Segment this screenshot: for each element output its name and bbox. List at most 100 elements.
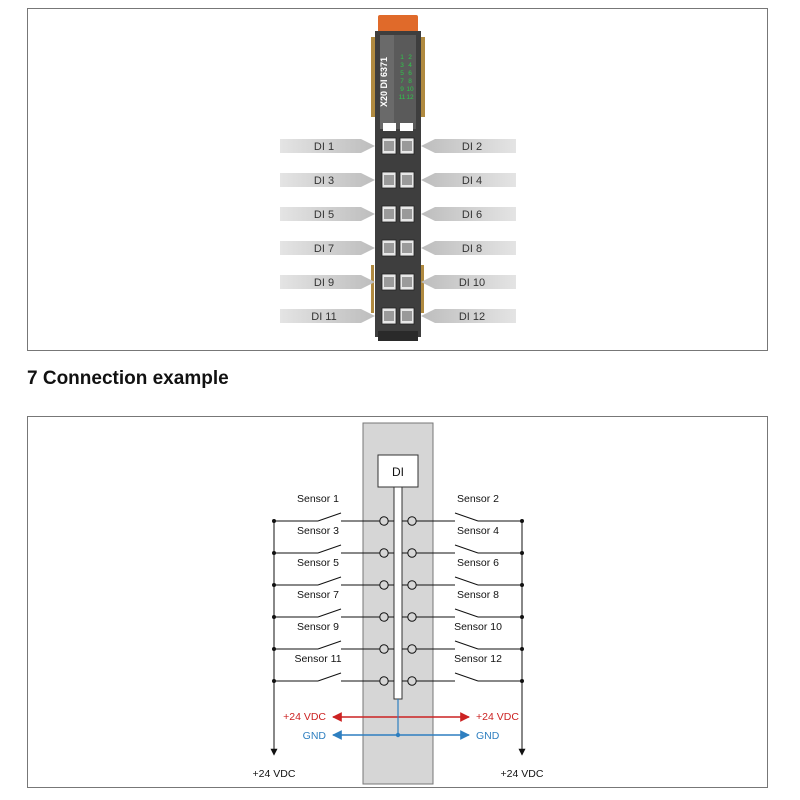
terminal-point	[379, 676, 389, 686]
terminal-point	[407, 676, 417, 686]
rail-junction	[272, 583, 276, 587]
led-number: 2	[408, 54, 412, 61]
rail-junction	[520, 615, 524, 619]
terminal-slots	[381, 137, 415, 325]
rail-junction	[272, 551, 276, 555]
terminal-label-right: DI 6	[462, 209, 482, 221]
terminal-label-arrow-right	[421, 173, 516, 187]
terminal-label-left: DI 11	[311, 311, 336, 323]
terminal-point	[407, 580, 417, 590]
rail-junction	[520, 679, 524, 683]
terminal-label-right: DI 4	[462, 175, 482, 187]
terminal-label-arrow-left	[280, 309, 375, 323]
led-number: 6	[408, 70, 412, 77]
terminal-point	[379, 612, 389, 622]
di-block	[377, 454, 419, 488]
supply-right-label: +24 VDC	[476, 711, 519, 723]
led-number: 12	[406, 94, 414, 101]
terminal-point	[379, 548, 389, 558]
rail-junction	[520, 583, 524, 587]
led-number: 11	[399, 94, 406, 101]
terminal-clamp	[402, 175, 412, 185]
gnd-left-label: GND	[303, 730, 327, 742]
terminal-point	[407, 516, 417, 526]
rail-junction	[520, 647, 524, 651]
rail-junction	[520, 551, 524, 555]
gnd-right-label: GND	[476, 730, 500, 742]
internal-bus	[393, 486, 403, 700]
terminal-label-right: DI 8	[462, 243, 482, 255]
supply-left-label: +24 VDC	[283, 711, 326, 723]
terminal-clamp	[402, 243, 412, 253]
sensor-label-right: Sensor 8	[457, 589, 499, 601]
terminal-label-arrow-left	[280, 139, 375, 153]
rail-junction	[272, 615, 276, 619]
led-number: 5	[400, 70, 404, 77]
sensor-label-right: Sensor 10	[454, 621, 502, 633]
led-number: 7	[400, 78, 404, 85]
led-number: 4	[408, 62, 412, 69]
sensor-label-left: Sensor 7	[297, 589, 339, 601]
terminal-label-left: DI 3	[314, 175, 334, 187]
sensor-switch	[454, 672, 479, 682]
terminal-label-arrow-left	[280, 173, 375, 187]
terminal-label-right: DI 12	[459, 311, 485, 323]
terminal-label-arrow-right	[421, 139, 516, 153]
terminal-clamp	[384, 141, 394, 151]
terminal-clamp	[384, 175, 394, 185]
sensor-label-right: Sensor 12	[454, 653, 502, 665]
terminal-point	[379, 580, 389, 590]
sensor-label-left: Sensor 5	[297, 557, 339, 569]
sensor-switch	[317, 672, 342, 682]
terminal-label-arrow-right	[421, 309, 516, 323]
terminal-label-arrow-left	[280, 207, 375, 221]
terminal-label-arrow-left	[280, 241, 375, 255]
sensor-switch	[317, 544, 342, 554]
sensor-label-left: Sensor 3	[297, 525, 339, 537]
sensor-switch	[317, 576, 342, 586]
led-number: 1	[400, 54, 404, 61]
terminal-clamp	[402, 277, 412, 287]
terminal-label-left: DI 1	[314, 141, 334, 153]
terminal-label-right: DI 10	[459, 277, 485, 289]
terminal-label-arrow-left	[280, 275, 375, 289]
terminal-clamp	[384, 243, 394, 253]
terminal-label-arrow-right	[421, 207, 516, 221]
sensor-label-right: Sensor 4	[457, 525, 499, 537]
rail-junction	[272, 679, 276, 683]
sensor-switch	[317, 512, 342, 522]
sensor-label-right: Sensor 2	[457, 493, 499, 505]
rail-junction	[272, 647, 276, 651]
sensor-switch	[454, 640, 479, 650]
bottom-left-supply-label: +24 VDC	[253, 768, 296, 780]
led-number: 3	[400, 62, 404, 69]
terminal-label-arrow-right	[421, 275, 516, 289]
sensor-switch	[317, 640, 342, 650]
terminal-clamp	[402, 209, 412, 219]
terminal-clamp	[384, 277, 394, 287]
sensor-switch	[454, 608, 479, 618]
sensor-label-left: Sensor 11	[294, 653, 341, 665]
module-cap	[378, 15, 418, 33]
terminal-point	[407, 612, 417, 622]
terminal-clamp	[384, 209, 394, 219]
sensor-label-left: Sensor 1	[297, 493, 339, 505]
sensor-switch	[454, 544, 479, 554]
led-number: 9	[400, 86, 404, 93]
sensor-switch	[317, 608, 342, 618]
terminal-point	[407, 548, 417, 558]
terminal-point	[379, 644, 389, 654]
terminal-point	[379, 516, 389, 526]
terminal-clamp	[402, 141, 412, 151]
terminal-label-arrow-right	[421, 241, 516, 255]
sensor-switch	[454, 512, 479, 522]
terminal-point	[407, 644, 417, 654]
sensor-switch	[454, 576, 479, 586]
terminal-label-right: DI 2	[462, 141, 482, 153]
rail-junction	[272, 519, 276, 523]
